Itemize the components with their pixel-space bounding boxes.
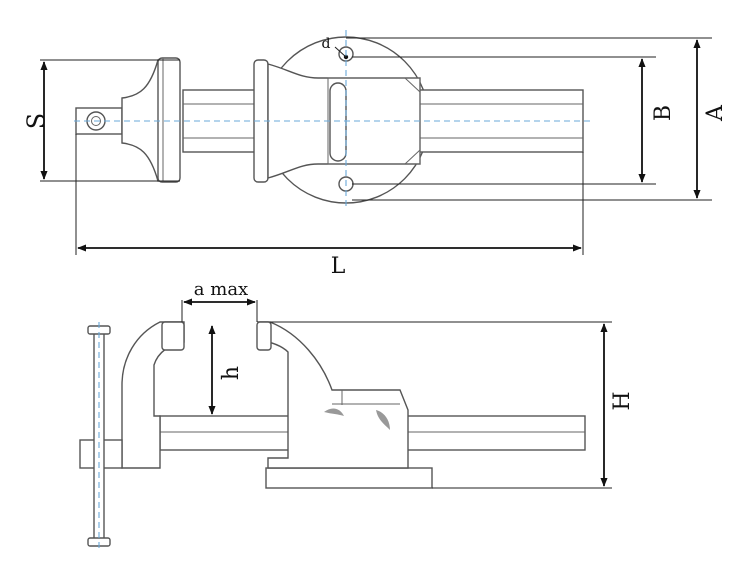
- label-a-max: a max: [194, 279, 248, 300]
- fixed-jaw-body-side: [257, 321, 409, 469]
- fixed-jaw-plate-side: [256, 321, 272, 351]
- label-H: H: [610, 391, 635, 410]
- label-h: h: [219, 366, 244, 380]
- base-plate: [265, 467, 433, 489]
- jaw-mark: [324, 408, 344, 416]
- movable-jaw-plate: [157, 57, 181, 183]
- top-view: S L B A d: [23, 30, 728, 279]
- side-view: a max h H: [79, 279, 635, 552]
- jaw-mark: [376, 410, 390, 430]
- label-d: d: [322, 36, 331, 52]
- fixed-jaw-chamfer: [404, 77, 421, 165]
- label-A: A: [703, 104, 728, 122]
- fixed-jaw-detail: [332, 390, 400, 405]
- d-leader: [334, 46, 347, 58]
- label-S: S: [23, 113, 51, 129]
- label-B: B: [651, 105, 676, 121]
- label-L: L: [331, 254, 346, 279]
- handle-hole-inner: [91, 116, 101, 126]
- movable-jaw-plate-side: [161, 321, 185, 351]
- jaw-slot: [329, 82, 347, 162]
